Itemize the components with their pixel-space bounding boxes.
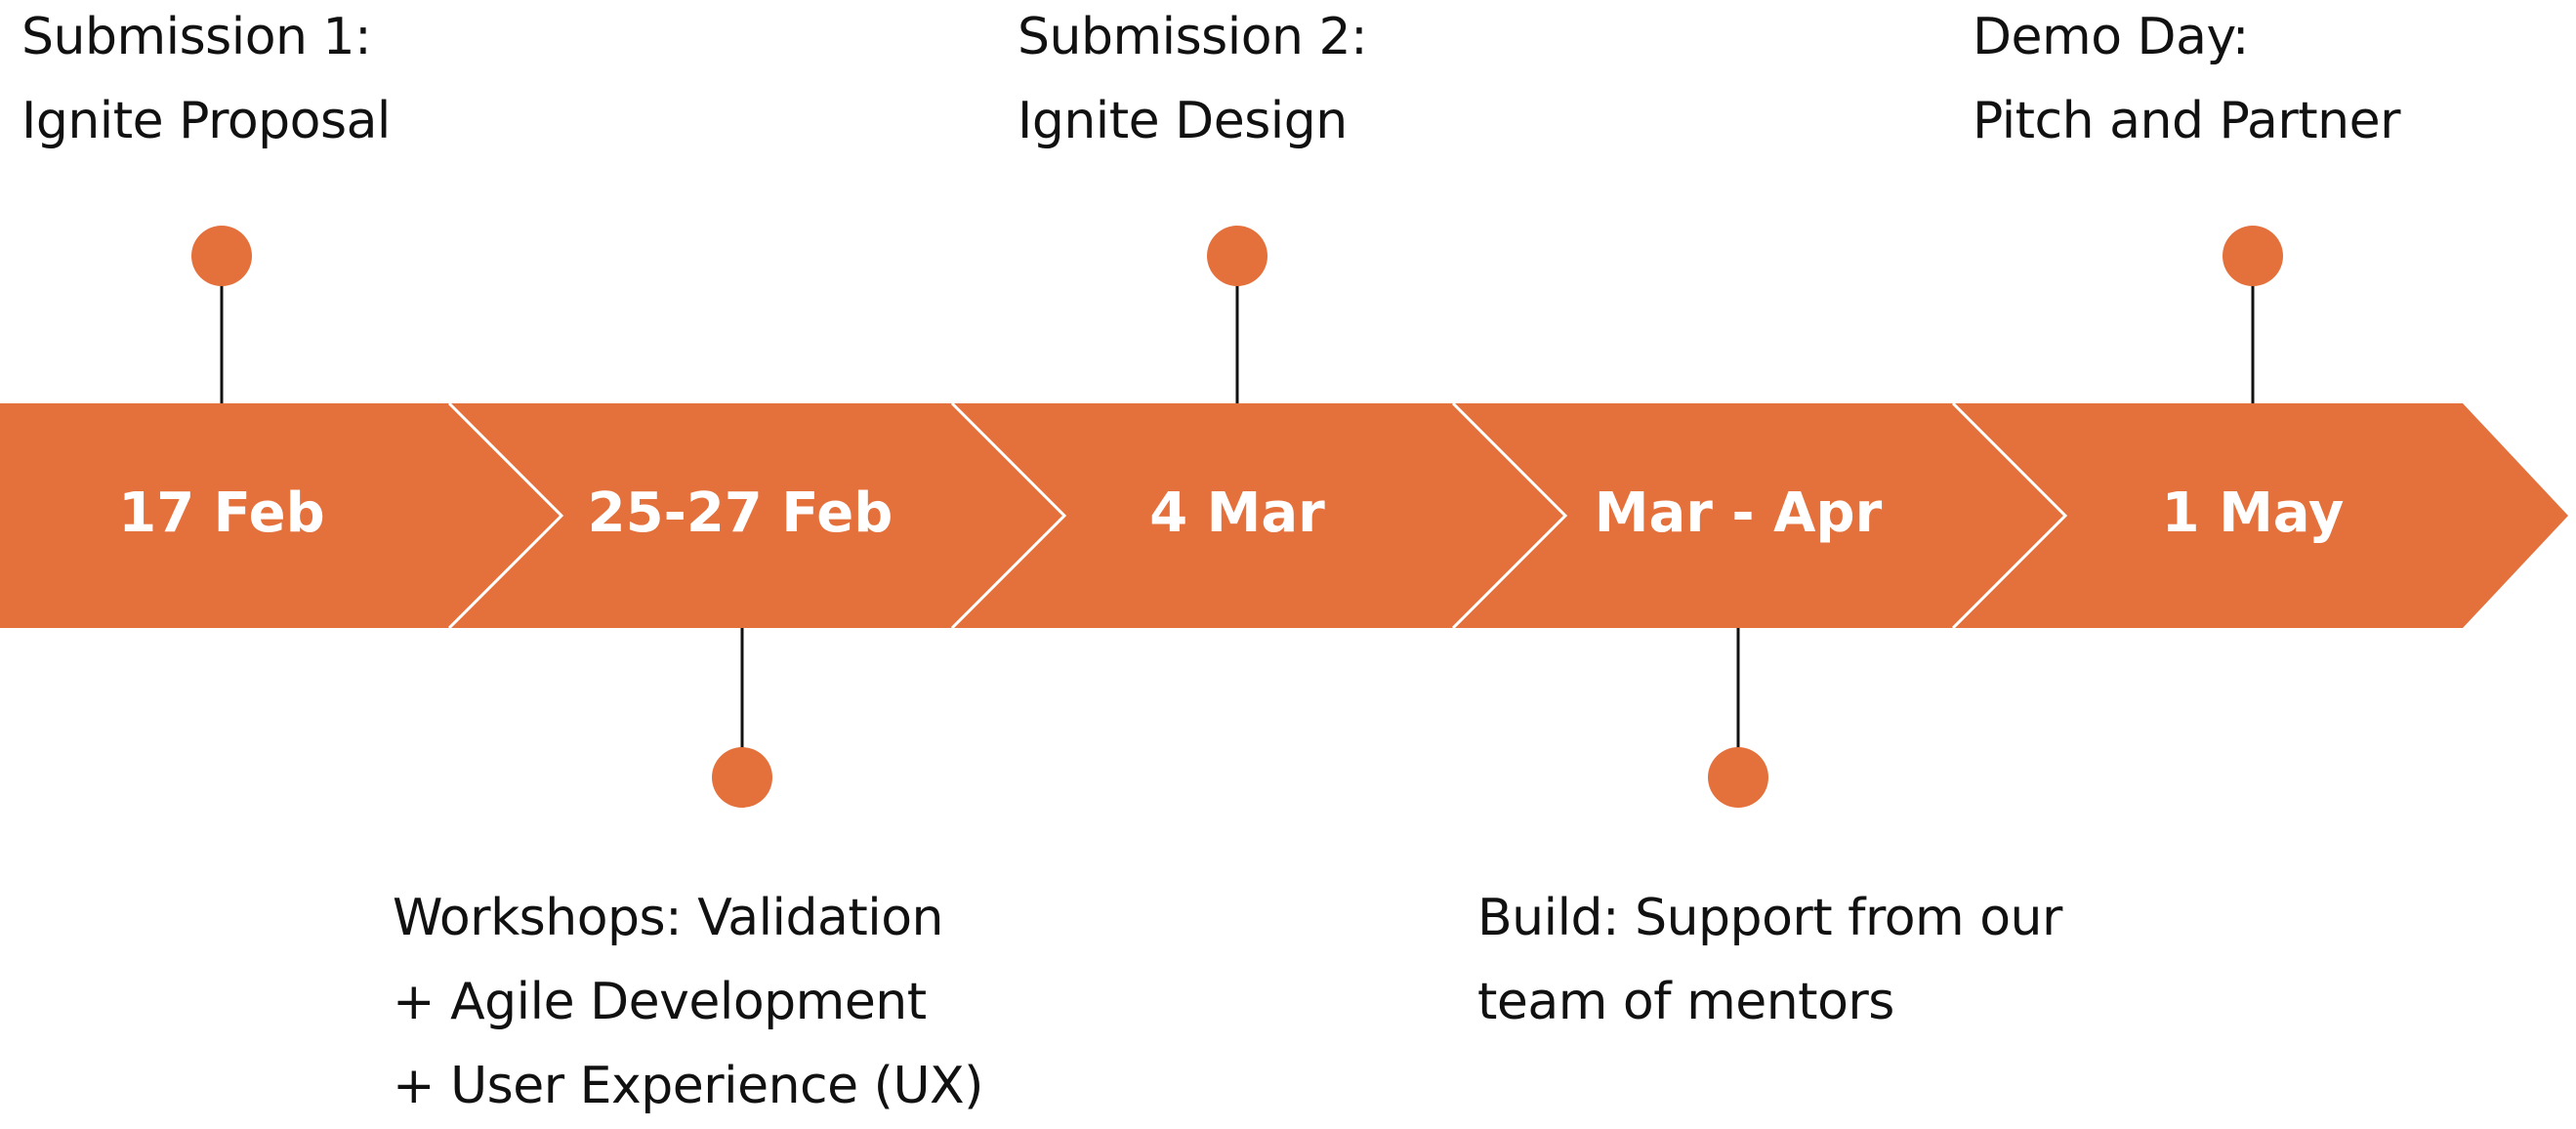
chevron-divider-3 [1451, 401, 1568, 630]
chevron-divider-4 [1951, 401, 2068, 630]
milestone-label-3: Submission 2: Ignite Design [1018, 0, 1368, 163]
milestone-label-5: Demo Day: Pitch and Partner [1973, 0, 2400, 163]
milestone-date-3: 4 Mar [1149, 481, 1325, 545]
timeline-arrow [0, 403, 2568, 628]
milestone-label-2: Workshops: Validation + Agile Developmen… [393, 876, 983, 1128]
milestone-dot-1 [191, 226, 252, 286]
chevron-divider-2 [950, 401, 1067, 630]
milestone-label-line: Submission 1: [21, 8, 372, 66]
milestone-label-line: Build: Support from our [1477, 889, 2062, 947]
milestone-dot-3 [1207, 226, 1267, 286]
milestone-label-line: Ignite Proposal [21, 92, 391, 150]
milestone-dot-2 [712, 747, 772, 808]
milestone-date-1: 17 Feb [118, 481, 324, 545]
milestone-label-line: Pitch and Partner [1973, 92, 2400, 150]
milestone-date-2: 25-27 Feb [588, 481, 893, 545]
milestone-label-line: + User Experience (UX) [393, 1057, 983, 1115]
milestone-date-4: Mar - Apr [1595, 481, 1883, 545]
milestone-date-5: 1 May [2162, 481, 2345, 545]
milestone-dot-5 [2223, 226, 2283, 286]
milestone-label-line: Demo Day: [1973, 8, 2249, 66]
milestone-label-line: Workshops: Validation [393, 889, 943, 947]
milestone-label-4: Build: Support from our team of mentors [1477, 876, 2062, 1044]
milestone-label-line: team of mentors [1477, 973, 1894, 1031]
chevron-divider-1 [447, 401, 564, 630]
milestone-label-1: Submission 1: Ignite Proposal [21, 0, 391, 163]
milestone-label-line: Submission 2: [1018, 8, 1368, 66]
milestone-label-line: + Agile Development [393, 973, 927, 1031]
milestone-label-line: Ignite Design [1018, 92, 1348, 150]
milestone-dot-4 [1708, 747, 1768, 808]
